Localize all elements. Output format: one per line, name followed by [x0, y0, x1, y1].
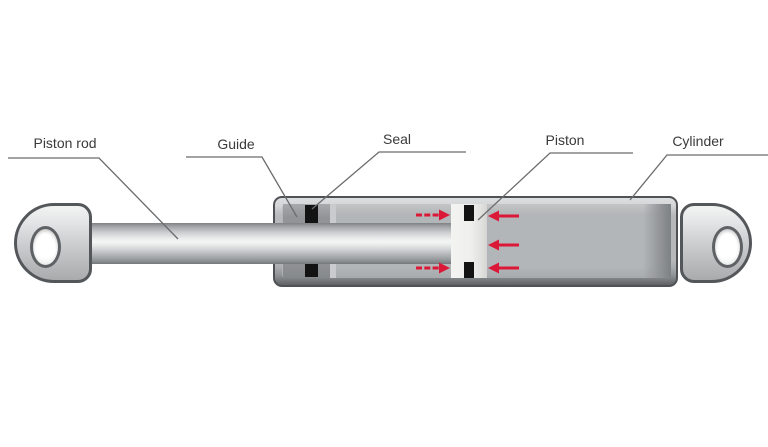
label-guide: Guide — [217, 136, 255, 152]
label-seal: Seal — [382, 131, 412, 147]
piston-rod-shaft — [90, 223, 451, 264]
left-eyelet-hole — [30, 226, 61, 268]
label-cylinder: Cylinder — [672, 133, 724, 149]
piston-seal-bottom — [464, 262, 474, 278]
left-eyelet — [14, 203, 92, 283]
piston-seal-top — [464, 205, 474, 221]
pointer-line-cylinder — [629, 154, 768, 201]
label-piston: Piston — [545, 132, 585, 148]
right-eyelet — [680, 203, 752, 283]
label-piston-rod: Piston rod — [33, 135, 97, 151]
right-eyelet-hole — [712, 226, 743, 268]
cylinder-end-wall — [643, 204, 671, 278]
